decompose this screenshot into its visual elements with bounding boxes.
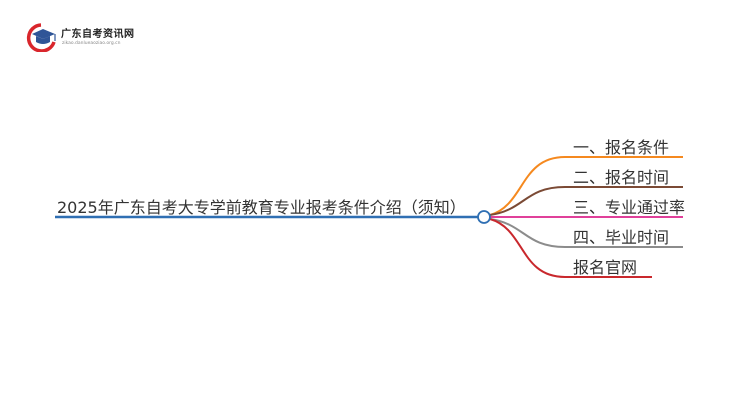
branch-label-4: 四、毕业时间 xyxy=(573,228,670,247)
logo-title: 广东自考资讯网 xyxy=(61,29,135,40)
graduation-cap-logo-icon xyxy=(26,23,56,52)
branch-label-1: 一、报名条件 xyxy=(573,138,670,157)
branch-label-2: 二、报名时间 xyxy=(573,168,670,187)
branch-connector-1 xyxy=(489,156,683,216)
branch-label-3: 三、专业通过率 xyxy=(573,198,686,217)
site-logo: 广东自考资讯网 zikao.danlueaoziao.org.cn xyxy=(24,20,154,56)
branch-connector-2 xyxy=(489,186,683,216)
branch-connector-4 xyxy=(489,218,683,248)
logo-subtitle: zikao.danlueaoziao.org.cn xyxy=(62,41,121,46)
branch-label-5: 报名官网 xyxy=(573,258,638,277)
branch-connector-5 xyxy=(489,218,652,278)
root-topic: 2025年广东自考大专学前教育专业报考条件介绍（须知） xyxy=(57,198,466,217)
root-node-circle xyxy=(477,210,491,224)
